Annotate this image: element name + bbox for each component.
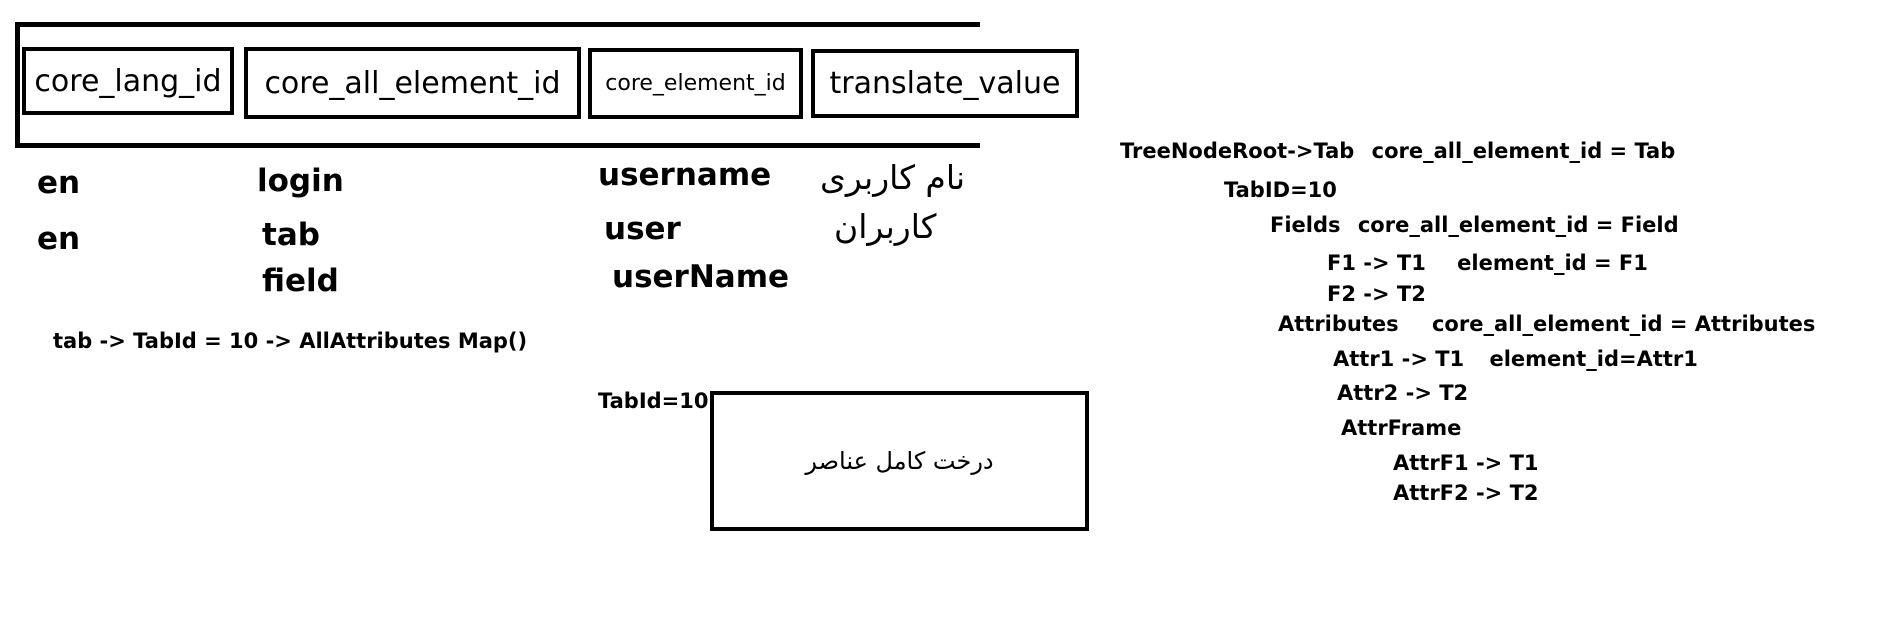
element-tree-frame-text: درخت کامل عناصر: [805, 447, 994, 475]
tree-node-tabid-label: TabID=10: [1224, 178, 1337, 202]
cell-r1-translate: نام کاربری: [820, 158, 966, 197]
header-translate-value: translate_value: [811, 49, 1079, 118]
cell-r2-all-element: tab: [262, 217, 320, 253]
table-top-border: [15, 22, 980, 27]
tree-node-attr2-label: Attr2 -> T2: [1337, 381, 1469, 405]
tree-node-fields-label: Fields: [1270, 213, 1341, 237]
cell-r1-element: username: [598, 157, 772, 193]
cell-r1-lang: en: [37, 165, 81, 201]
tree-node-attrframe-label: AttrFrame: [1341, 416, 1462, 440]
tree-node-attrf2: AttrF2 -> T2: [1393, 483, 1539, 504]
header-core-lang-id: core_lang_id: [22, 47, 234, 115]
cell-r2-element: user: [604, 211, 681, 247]
tree-node-fields: Fields core_all_element_id = Field: [1270, 215, 1679, 236]
tree-node-f2-label: F2 -> T2: [1327, 282, 1426, 306]
header-core-element-id-label: core_element_id: [605, 71, 786, 96]
tree-node-attributes: Attributes core_all_element_id = Attribu…: [1278, 314, 1815, 335]
frame-label: TabId=10: [598, 389, 709, 413]
tree-node-attr1-label: Attr1 -> T1: [1333, 347, 1465, 371]
tree-node-attributes-note: core_all_element_id = Attributes: [1431, 312, 1816, 336]
tree-node-attrframe: AttrFrame: [1341, 418, 1461, 439]
tree-node-attributes-label: Attributes: [1278, 312, 1399, 336]
tree-node-attrf1: AttrF1 -> T1: [1393, 453, 1539, 474]
tree-node-root-label: TreeNodeRoot->Tab: [1120, 139, 1355, 163]
header-core-all-element-id-label: core_all_element_id: [264, 65, 561, 101]
tree-node-f2: F2 -> T2: [1327, 284, 1426, 305]
tree-node-attr2: Attr2 -> T2: [1337, 383, 1468, 404]
tree-node-attrf2-label: AttrF2 -> T2: [1393, 481, 1539, 505]
cell-r3-element: userName: [612, 259, 790, 295]
header-core-element-id: core_element_id: [588, 48, 803, 119]
tree-node-root: TreeNodeRoot->Tab core_all_element_id = …: [1120, 141, 1675, 162]
tree-node-fields-note: core_all_element_id = Field: [1357, 213, 1679, 237]
header-core-lang-id-label: core_lang_id: [34, 63, 222, 99]
cell-r2-lang: en: [37, 221, 81, 257]
cell-r1-all-element: login: [257, 163, 344, 199]
cell-r3-all-element: field: [262, 263, 339, 299]
element-tree-frame: درخت کامل عناصر: [710, 391, 1089, 531]
table-left-border: [15, 22, 20, 148]
header-core-all-element-id: core_all_element_id: [244, 47, 581, 119]
mapping-note: tab -> TabId = 10 -> AllAttributes Map(): [53, 329, 528, 353]
tree-node-root-note: core_all_element_id = Tab: [1371, 139, 1676, 163]
tree-node-attrf1-label: AttrF1 -> T1: [1393, 451, 1539, 475]
tree-node-f1-label: F1 -> T1: [1327, 251, 1426, 275]
tree-node-f1-note: element_id = F1: [1457, 251, 1648, 275]
tree-node-tabid: TabID=10: [1224, 180, 1337, 201]
table-bottom-border: [15, 143, 980, 148]
cell-r2-translate: کاربران: [834, 207, 937, 246]
tree-node-f1: F1 -> T1 element_id = F1: [1327, 253, 1648, 274]
header-translate-value-label: translate_value: [829, 66, 1061, 101]
tree-node-attr1-note: element_id=Attr1: [1489, 347, 1698, 371]
tree-node-attr1: Attr1 -> T1 element_id=Attr1: [1333, 349, 1698, 370]
